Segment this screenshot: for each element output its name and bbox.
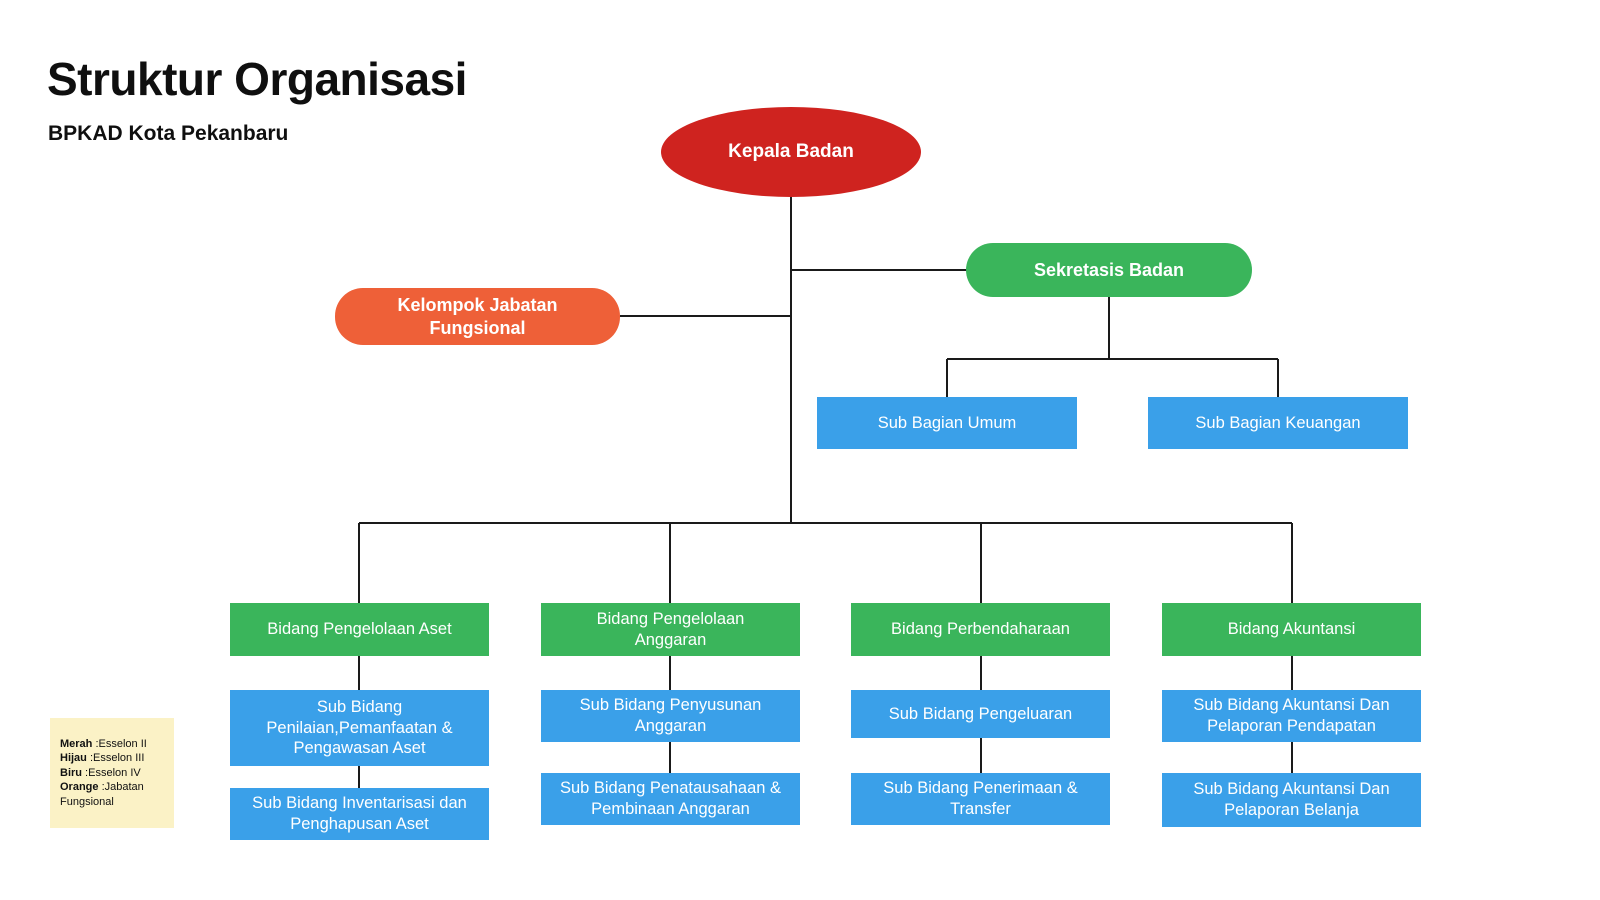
- node-label: Sub Bidang Akuntansi Dan Pelaporan Penda…: [1193, 696, 1390, 735]
- node-bidang-pengelolaan-aset: Bidang Pengelolaan Aset: [230, 603, 489, 656]
- node-label: Sub Bidang Penatausahaan & Pembinaan Ang…: [559, 779, 782, 818]
- node-sub-bidang-penatausahaan-pembinaan-anggaran: Sub Bidang Penatausahaan & Pembinaan Ang…: [541, 773, 800, 825]
- legend-separator: :: [82, 766, 89, 779]
- node-label: Sub Bidang Penyusunan Anggaran: [579, 696, 762, 735]
- node-sub-bidang-inventarisasi-penghapusan-aset: Sub Bidang Inventarisasi dan Penghapusan…: [230, 788, 489, 840]
- node-label: Sub Bidang Pengeluaran: [888, 704, 1073, 723]
- node-label: Sub Bagian Keuangan: [1195, 413, 1361, 432]
- node-label: Sub Bidang Penilaian,Pemanfaatan & Penga…: [266, 698, 453, 758]
- node-sub-bidang-penerimaan-transfer: Sub Bidang Penerimaan & Transfer: [851, 773, 1110, 825]
- node-kelompok-jabatan-fungsional: Kelompok Jabatan Fungsional: [335, 288, 620, 345]
- node-label: Bidang Pengelolaan Aset: [267, 620, 452, 639]
- page-title: Struktur Organisasi: [47, 53, 467, 105]
- legend-item-orange: Orange :Jabatan Fungsional: [60, 781, 144, 808]
- node-sub-bagian-keuangan: Sub Bagian Keuangan: [1148, 397, 1408, 449]
- node-sub-bagian-umum: Sub Bagian Umum: [817, 397, 1077, 449]
- node-label: Bidang Akuntansi: [1227, 620, 1356, 639]
- legend-item-merah: Merah :Esselon II: [60, 737, 147, 750]
- node-label: Sub Bidang Akuntansi Dan Pelaporan Belan…: [1193, 780, 1390, 819]
- node-label: Sub Bidang Inventarisasi dan Penghapusan…: [252, 794, 467, 833]
- node-label: Kelompok Jabatan Fungsional: [397, 295, 558, 338]
- page-subtitle: BPKAD Kota Pekanbaru: [48, 122, 289, 145]
- node-label: Sub Bidang Penerimaan & Transfer: [883, 779, 1078, 818]
- node-sekretasis-badan: Sekretasis Badan: [966, 243, 1252, 297]
- node-sub-bidang-pengeluaran: Sub Bidang Pengeluaran: [851, 690, 1110, 738]
- legend: Merah :Esselon II Hijau :Esselon III Bir…: [50, 718, 174, 828]
- legend-separator: :: [86, 752, 94, 765]
- node-kepala-badan: Kepala Badan: [661, 107, 921, 197]
- legend-item-biru: Biru :Esselon IV: [60, 766, 141, 779]
- legend-separator: :: [92, 737, 99, 750]
- node-label: Bidang Pengelolaan Anggaran: [596, 609, 745, 649]
- node-label: Sekretasis Badan: [1033, 259, 1185, 280]
- node-sub-bidang-akuntansi-pelaporan-belanja: Sub Bidang Akuntansi Dan Pelaporan Belan…: [1162, 773, 1421, 827]
- node-sub-bidang-akuntansi-pelaporan-pendapatan: Sub Bidang Akuntansi Dan Pelaporan Penda…: [1162, 690, 1421, 742]
- node-label: Kepala Badan: [728, 141, 854, 163]
- node-bidang-perbendaharaan: Bidang Perbendaharaan: [851, 603, 1110, 656]
- node-sub-bidang-penyusunan-anggaran: Sub Bidang Penyusunan Anggaran: [541, 690, 800, 742]
- node-sub-bidang-penilaian-pemanfaatan-pengawasan-aset: Sub Bidang Penilaian,Pemanfaatan & Penga…: [230, 690, 489, 766]
- legend-separator: :: [98, 781, 105, 794]
- node-label: Sub Bagian Umum: [877, 413, 1017, 432]
- node-bidang-pengelolaan-anggaran: Bidang Pengelolaan Anggaran: [541, 603, 800, 656]
- node-label: Bidang Perbendaharaan: [891, 620, 1070, 639]
- legend-item-hijau: Hijau :Esselon III: [60, 752, 145, 765]
- node-bidang-akuntansi: Bidang Akuntansi: [1162, 603, 1421, 656]
